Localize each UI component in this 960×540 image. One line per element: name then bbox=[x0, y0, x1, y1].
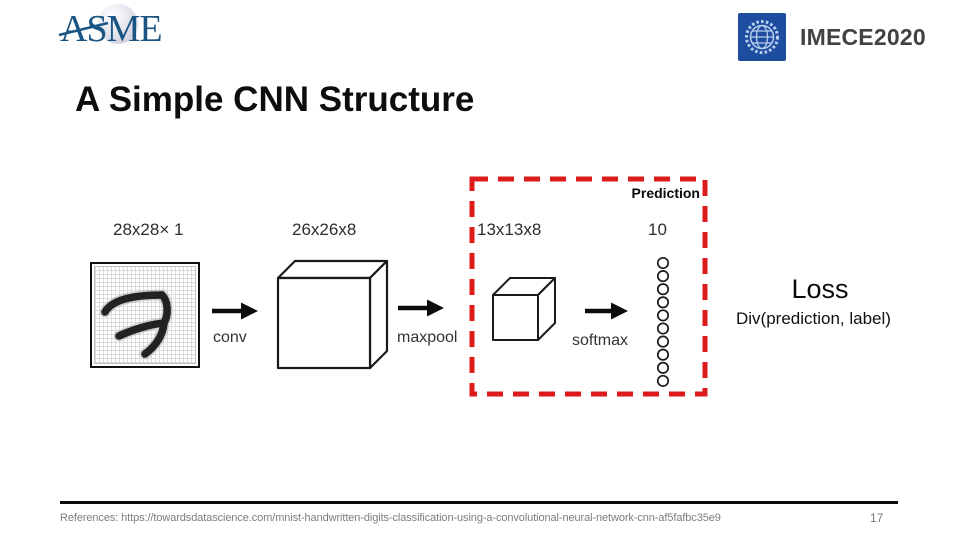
conv-output-cube bbox=[276, 259, 389, 370]
prediction-dashed-box bbox=[469, 176, 708, 397]
imece-globe-gear-icon bbox=[738, 13, 786, 61]
dim-label-input: 28x28× 1 bbox=[113, 220, 184, 239]
loss-formula: Div(prediction, label) bbox=[736, 309, 891, 328]
references-text: References: https://towardsdatascience.c… bbox=[60, 512, 721, 524]
page-title: A Simple CNN Structure bbox=[75, 80, 475, 119]
handwritten-digit bbox=[99, 289, 173, 360]
footer-divider bbox=[60, 501, 898, 504]
asme-logo: ASME bbox=[58, 2, 178, 58]
output-neuron-circles bbox=[656, 256, 670, 387]
asme-swash-icon bbox=[58, 21, 109, 37]
imece-logo-text: IMECE2020 bbox=[800, 23, 926, 50]
dim-label-conv-output: 26x26x8 bbox=[292, 220, 357, 239]
maxpool-op-label: maxpool bbox=[397, 329, 458, 346]
page-number: 17 bbox=[870, 511, 884, 525]
loss-label: Loss bbox=[791, 274, 849, 304]
softmax-arrow-icon bbox=[585, 302, 628, 320]
pool-output-cube bbox=[492, 277, 556, 341]
prediction-label: Prediction bbox=[631, 185, 700, 201]
conv-arrow-icon bbox=[212, 302, 258, 320]
imece-logo: IMECE2020 bbox=[738, 13, 926, 61]
dim-label-pool-output: 13x13x8 bbox=[477, 220, 542, 239]
maxpool-arrow-icon bbox=[398, 299, 444, 317]
dim-label-output-units: 10 bbox=[648, 220, 667, 239]
input-digit-image bbox=[90, 262, 200, 368]
conv-op-label: conv bbox=[213, 329, 247, 346]
softmax-op-label: softmax bbox=[572, 332, 629, 349]
asme-logo-text: ASME bbox=[60, 8, 163, 50]
pixel-grid bbox=[94, 266, 196, 364]
